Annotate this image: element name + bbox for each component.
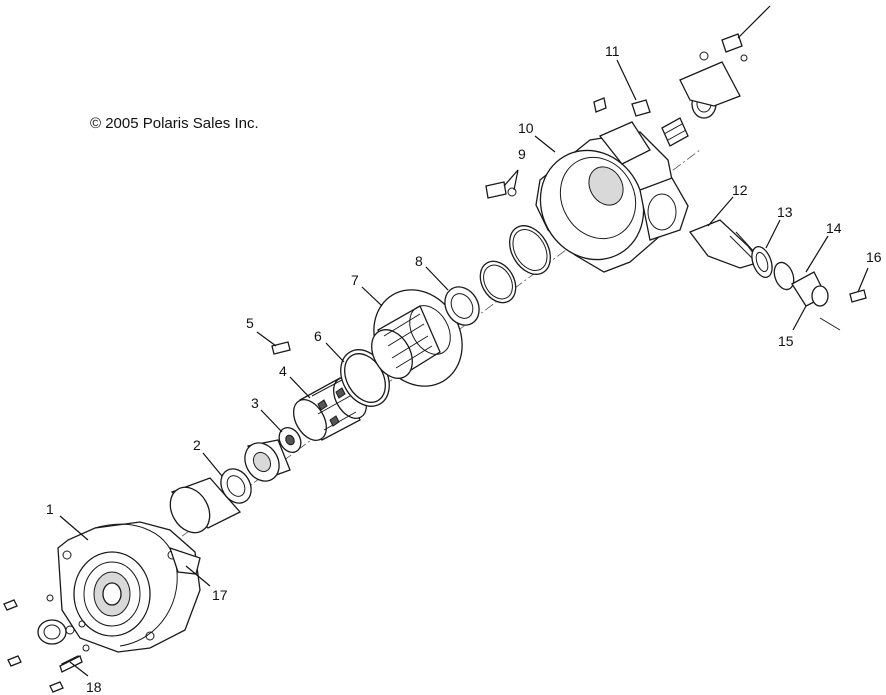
callout-17: 17 bbox=[212, 587, 228, 603]
callout-11: 11 bbox=[605, 43, 620, 59]
callout-14: 14 bbox=[826, 220, 842, 236]
callout-12: 12 bbox=[732, 182, 748, 198]
callout-10: 10 bbox=[518, 120, 534, 136]
part-11-bushing bbox=[593, 97, 651, 117]
leader-lines bbox=[59, 59, 869, 677]
callout-13: 13 bbox=[777, 204, 793, 220]
part-2-bearing-sleeve bbox=[169, 468, 252, 534]
part-3-bearing bbox=[244, 427, 302, 482]
callout-2: 2 bbox=[193, 437, 201, 453]
part-16-screw bbox=[849, 289, 867, 303]
callout-18: 18 bbox=[86, 679, 102, 695]
part-5-bolt bbox=[271, 341, 291, 355]
callout-6: 6 bbox=[314, 328, 322, 344]
callout-1: 1 bbox=[46, 501, 54, 517]
copyright-notice: © 2005 Polaris Sales Inc. bbox=[90, 115, 259, 132]
callout-16: 16 bbox=[866, 249, 882, 265]
part-12-pinion-shaft bbox=[688, 219, 762, 269]
callout-8: 8 bbox=[415, 253, 423, 269]
front-hardware bbox=[3, 594, 90, 693]
callout-4: 4 bbox=[279, 363, 287, 379]
callout-5: 5 bbox=[246, 315, 254, 331]
part-1-front-housing bbox=[57, 521, 201, 653]
callout-labels: 1 2 3 4 5 6 7 8 9 10 11 12 13 14 15 16 1… bbox=[46, 43, 882, 695]
part-8-bearing bbox=[444, 225, 551, 326]
part-14-cover bbox=[773, 261, 841, 331]
callout-3: 3 bbox=[251, 395, 259, 411]
part-10-gear-case bbox=[535, 121, 689, 273]
callout-9: 9 bbox=[518, 146, 526, 162]
part-13-seal bbox=[751, 246, 773, 278]
part-7-armature-plate bbox=[371, 289, 463, 387]
part-9-bolts bbox=[485, 181, 517, 199]
callout-15: 15 bbox=[778, 333, 794, 349]
part-18-pin bbox=[59, 655, 83, 673]
part-4-roll-cage bbox=[292, 377, 368, 441]
output-shaft-assembly bbox=[661, 5, 771, 147]
callout-7: 7 bbox=[351, 272, 359, 288]
